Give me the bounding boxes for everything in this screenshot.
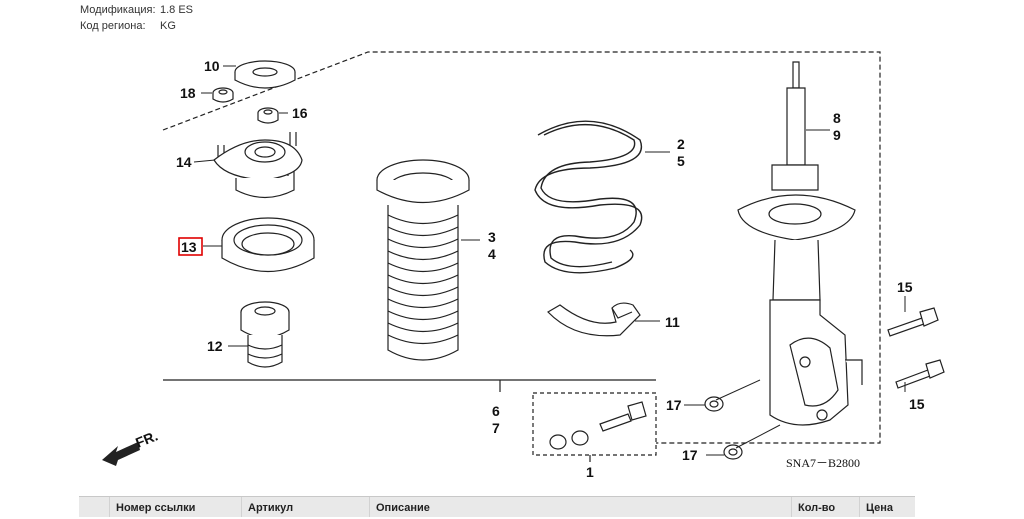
callout-17-upper[interactable]: 17: [666, 397, 682, 413]
region-label: Код региона:: [80, 20, 146, 32]
callout-4[interactable]: 4: [488, 246, 496, 262]
part-bump-stop[interactable]: [240, 301, 290, 368]
part-spring[interactable]: [534, 120, 643, 274]
part-nut-17-lower[interactable]: [723, 444, 743, 460]
callout-9[interactable]: 9: [833, 127, 841, 143]
part-bolt-15-upper[interactable]: [887, 307, 939, 337]
callout-12[interactable]: 12: [207, 338, 223, 354]
part-spring-seat[interactable]: [547, 302, 641, 337]
callout-11[interactable]: 11: [665, 314, 680, 330]
callout-16[interactable]: 16: [292, 105, 308, 121]
callout-8[interactable]: 8: [833, 110, 841, 126]
callout-17-lower[interactable]: 17: [682, 447, 698, 463]
callout-15-lower[interactable]: 15: [909, 396, 925, 412]
part-nut-18[interactable]: [212, 87, 234, 103]
parts-table-header: Номер ссылки Артикул Описание Кол-во Цен…: [79, 496, 915, 517]
callout-14[interactable]: 14: [176, 154, 192, 170]
assembly-outline: [162, 51, 881, 444]
part-bolt-kit[interactable]: [549, 401, 647, 450]
region-row: Код региона: KG: [80, 18, 193, 34]
callout-labels: 10 18 16 14 13 12 3 4 2 5 11 8 9 15 15 6…: [176, 58, 925, 480]
part-cap[interactable]: [234, 60, 296, 89]
parts-diagram: 10 18 16 14 13 12 3 4 2 5 11 8 9 15 15 6…: [102, 51, 945, 480]
modification-label: Модификация:: [80, 4, 156, 16]
callout-10[interactable]: 10: [204, 58, 220, 74]
part-mount[interactable]: [213, 132, 303, 199]
highlight-box: [178, 237, 203, 256]
part-bearing[interactable]: [221, 217, 315, 272]
part-nut-17-upper[interactable]: [704, 396, 724, 412]
part-bolt-15-lower[interactable]: [895, 359, 945, 389]
callout-13[interactable]: 13: [181, 239, 197, 255]
callout-3[interactable]: 3: [488, 229, 496, 245]
header-ref[interactable]: Номер ссылки: [109, 497, 241, 517]
callout-7[interactable]: 7: [492, 420, 500, 436]
front-label: FR.: [133, 427, 160, 450]
header-price[interactable]: Цена: [859, 497, 915, 517]
callout-18[interactable]: 18: [180, 85, 196, 101]
part-nut-16[interactable]: [257, 107, 279, 124]
callout-1[interactable]: 1: [586, 464, 594, 480]
modification-value: 1.8 ES: [160, 4, 194, 16]
region-value: KG: [160, 20, 176, 32]
header-qty[interactable]: Кол-во: [791, 497, 859, 517]
vehicle-info: Модификация: 1.8 ES Код региона: KG: [80, 2, 193, 34]
header-checkbox-col: [79, 497, 109, 517]
diagram-code: SNA7－B2800: [786, 456, 860, 470]
bolt-group-box: [532, 392, 657, 456]
callout-6[interactable]: 6: [492, 403, 500, 419]
callout-2[interactable]: 2: [677, 136, 685, 152]
part-strut[interactable]: [737, 61, 863, 426]
callout-5[interactable]: 5: [677, 153, 685, 169]
front-arrow-icon: FR.: [102, 427, 160, 466]
header-article[interactable]: Артикул: [241, 497, 369, 517]
modification-row: Модификация: 1.8 ES: [80, 2, 193, 18]
callout-15-upper[interactable]: 15: [897, 279, 913, 295]
part-dust-boot[interactable]: [376, 159, 470, 361]
header-description[interactable]: Описание: [369, 497, 791, 517]
